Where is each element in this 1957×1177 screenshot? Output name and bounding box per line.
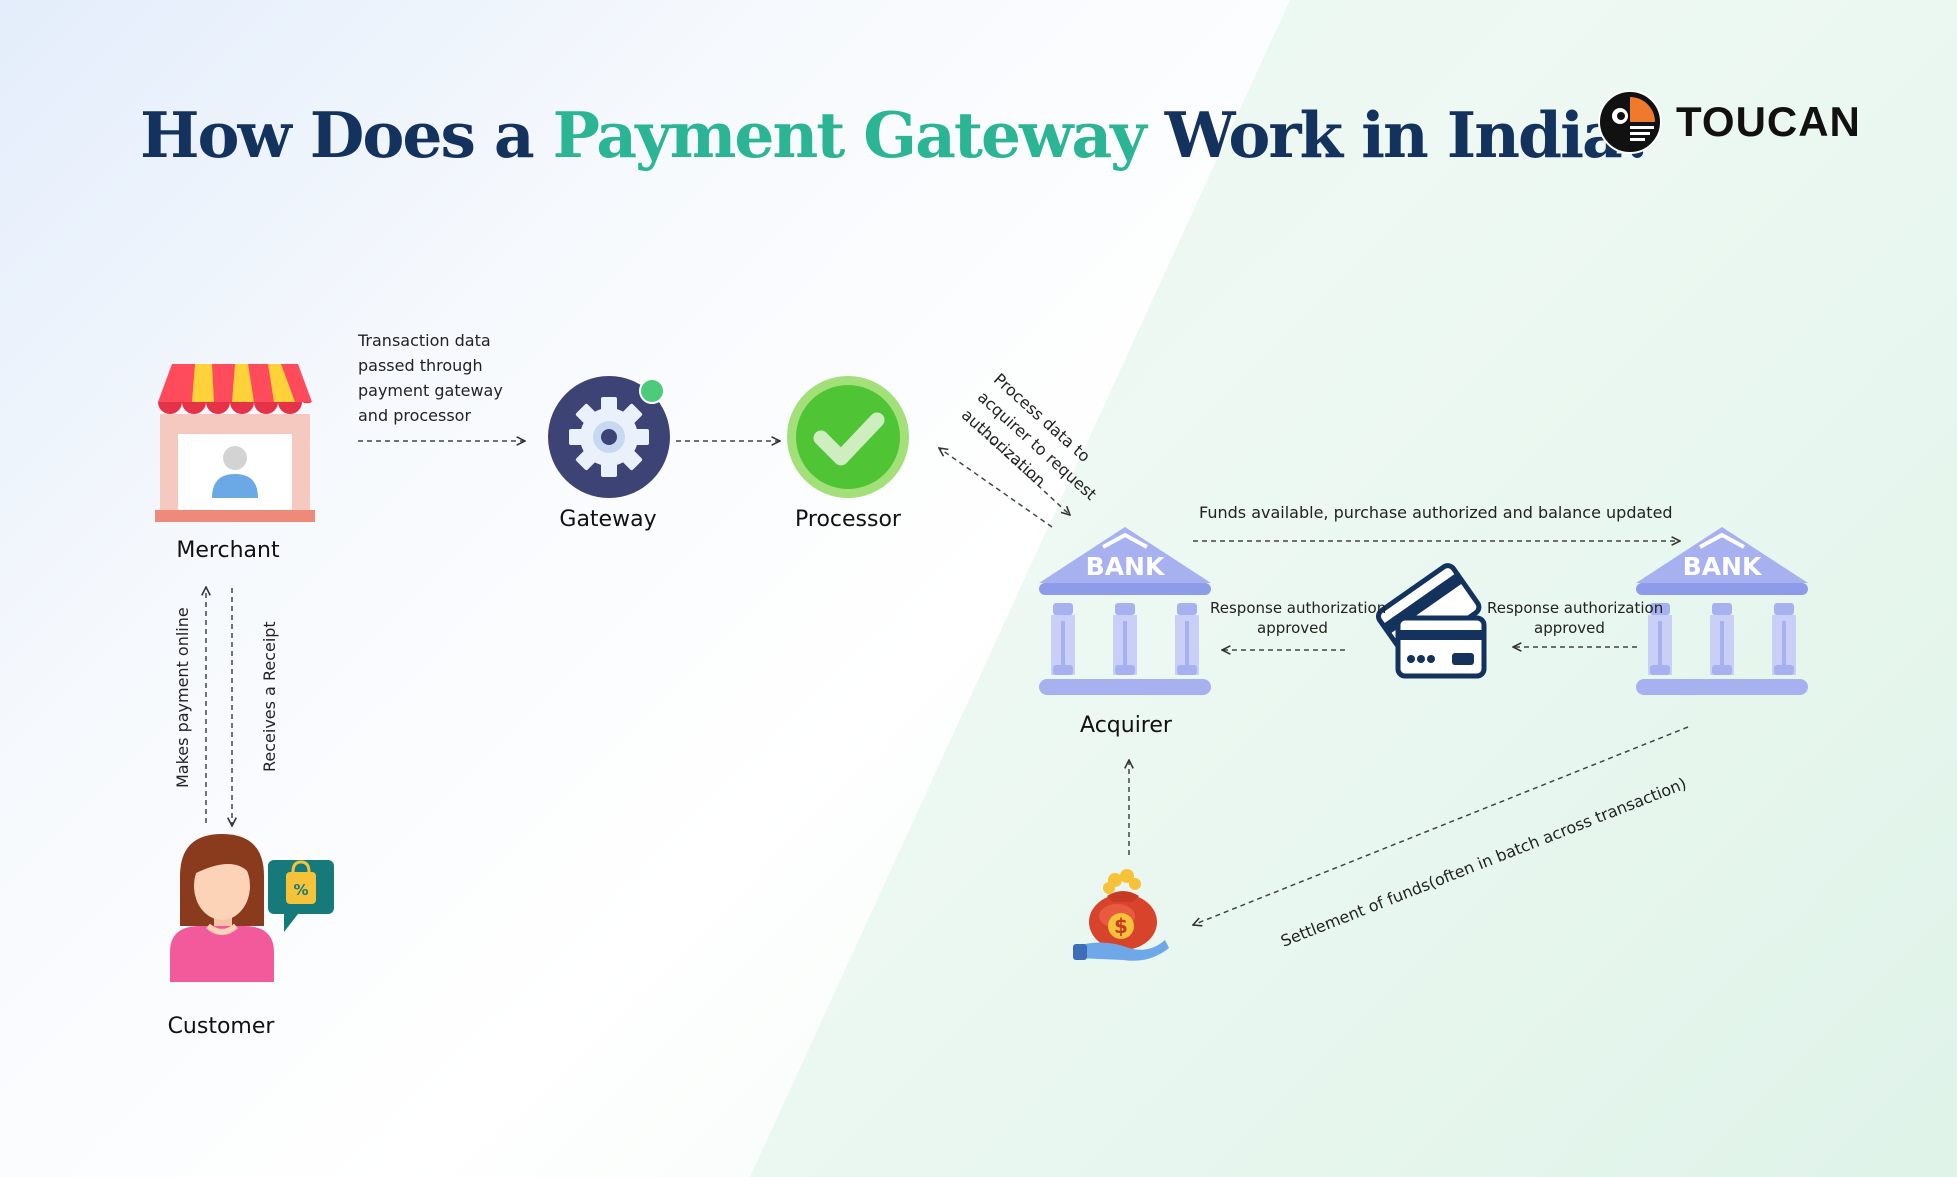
response-left-line-1: Response authorization [1210, 599, 1387, 617]
page-title: How Does a Payment Gateway Work in India… [140, 98, 1658, 172]
arrow-acquirer-processor [939, 448, 1053, 528]
storefront-icon [155, 364, 315, 522]
acquirer-bank-sign: BANK [1086, 552, 1166, 581]
brand-logo: TOUCAN [1596, 88, 1896, 156]
acquirer-label: Acquirer [1080, 713, 1172, 738]
brand-name: TOUCAN [1676, 98, 1861, 145]
title-prefix: How Does a [140, 98, 553, 172]
transaction-data-label: Transaction data passed through payment … [358, 328, 503, 428]
transaction-data-line-2: passed through [358, 356, 483, 375]
shopping-bag-icon: % [268, 860, 334, 932]
credit-card-icon [1376, 563, 1487, 679]
gear-icon [548, 376, 670, 498]
bank-icon: BANK [1636, 527, 1808, 695]
merchant-label: Merchant [176, 538, 280, 563]
arrow-bank-settlement [1193, 726, 1689, 925]
issuer-bank-sign: BANK [1683, 552, 1763, 581]
transaction-data-line-3: payment gateway [358, 381, 503, 400]
title-highlight: Payment Gateway [552, 98, 1147, 172]
arrow-processor-acquirer [977, 429, 1070, 515]
processor-label: Processor [795, 507, 901, 532]
response-left-label: Response authorization approved [1210, 598, 1387, 638]
toucan-logo-icon [1598, 90, 1662, 154]
transaction-data-line-4: and processor [358, 406, 472, 425]
receives-receipt-label: Receives a Receipt [260, 621, 279, 772]
gateway-label: Gateway [559, 507, 657, 532]
customer-label: Customer [167, 1014, 275, 1039]
makes-payment-label: Makes payment online [173, 607, 192, 788]
money-bag-icon: $ [1073, 869, 1169, 961]
svg-text:$: $ [1114, 914, 1128, 938]
check-badge-icon [787, 376, 909, 498]
response-right-line-1: Response authorization [1487, 599, 1664, 617]
response-right-label: Response authorization approved [1487, 598, 1664, 638]
funds-available-label: Funds available, purchase authorized and… [1199, 503, 1673, 522]
title-suffix: Work in India? [1144, 98, 1658, 172]
response-right-line-2: approved [1534, 619, 1605, 637]
transaction-data-line-1: Transaction data [358, 331, 491, 350]
customer-icon: % [170, 834, 334, 982]
svg-text:%: % [293, 881, 308, 899]
response-left-line-2: approved [1257, 619, 1328, 637]
bank-icon: BANK [1039, 527, 1211, 695]
